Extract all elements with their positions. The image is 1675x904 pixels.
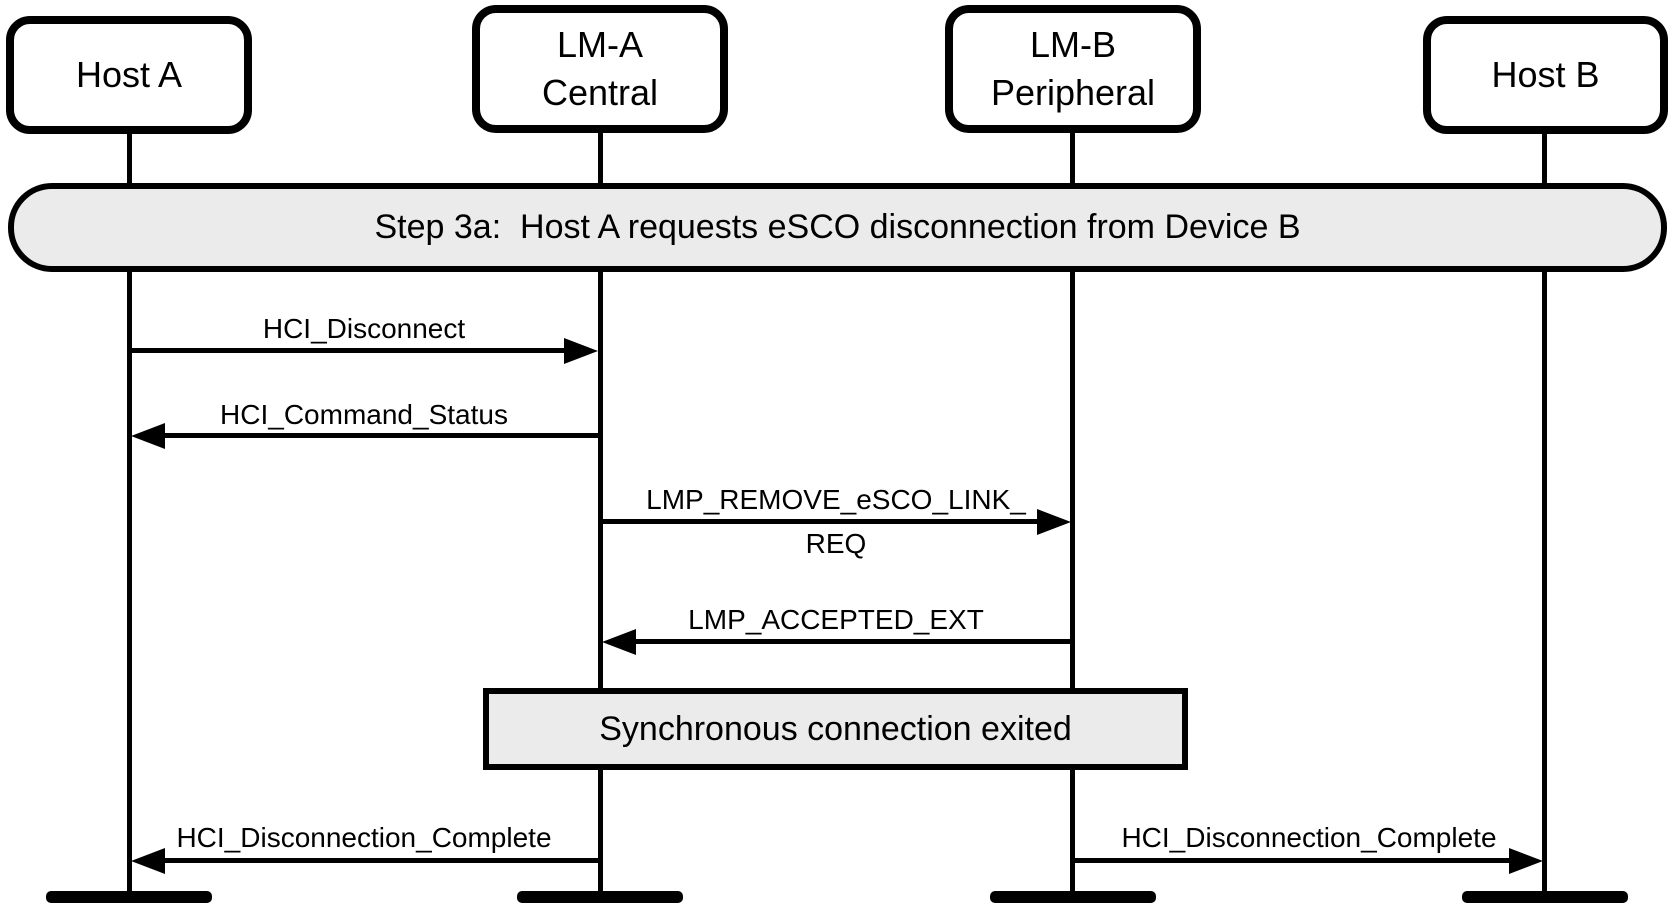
message-line-hci-disconnect [129,348,566,353]
lifeline-end-bar-host-b [1462,891,1628,903]
message-line-hci-command-status [163,433,600,438]
message-line-hci-disconnection-complete-left [163,858,600,863]
lifeline-end-bar-host-a [46,891,212,903]
note-box-synchronous-connection-exited: Synchronous connection exited [483,688,1188,770]
arrowhead-right-icon [1509,848,1543,874]
message-label-lmp-accepted-ext: LMP_ACCEPTED_EXT [688,604,984,635]
message-label-hci-disconnection-complete-left: HCI_Disconnection_Complete [176,822,552,853]
actor-label-host-b: Host B [1491,54,1600,95]
lifeline-end-bar-lm-b [990,891,1156,903]
arrowhead-left-icon [131,423,165,449]
arrowhead-left-icon [602,629,636,655]
arrowhead-right-icon [564,338,598,364]
actor-box-lm-b: LM-B Peripheral [945,5,1201,133]
step-banner-text: Step 3a: Host A requests eSCO disconnect… [374,208,1301,246]
actor-label-lm-a-line1: LM-A [556,24,643,65]
actor-label-lm-b-line2: Peripheral [990,72,1156,113]
message-label-lmp-remove-esco-link-line2: REQ [805,528,867,559]
actor-box-host-a: Host A [6,16,252,134]
message-label-hci-command-status: HCI_Command_Status [220,399,508,430]
actor-box-lm-a: LM-A Central [472,5,728,133]
lifeline-lm-b [1070,128,1075,894]
actor-box-host-b: Host B [1423,16,1668,134]
lifeline-host-b [1542,128,1547,894]
message-label-lmp-remove-esco-link-line1: LMP_REMOVE_eSCO_LINK_ [646,484,1026,515]
actor-label-lm-a-line2: Central [541,72,659,113]
arrowhead-left-icon [131,848,165,874]
actor-label-lm-b-line1: LM-B [1029,24,1116,65]
message-line-lmp-accepted-ext [634,639,1073,644]
lifeline-host-a [127,128,132,894]
message-line-hci-disconnection-complete-right [1073,858,1509,863]
lifeline-lm-a [598,128,603,894]
message-line-lmp-remove-esco-link-req [600,519,1037,524]
lifeline-end-bar-lm-a [517,891,683,903]
arrowhead-right-icon [1037,509,1071,535]
note-text: Synchronous connection exited [599,709,1072,748]
message-label-hci-disconnection-complete-right: HCI_Disconnection_Complete [1121,822,1497,853]
message-label-hci-disconnect: HCI_Disconnect [262,313,466,344]
step-banner: Step 3a: Host A requests eSCO disconnect… [8,183,1667,272]
actor-label-host-a: Host A [75,54,183,95]
